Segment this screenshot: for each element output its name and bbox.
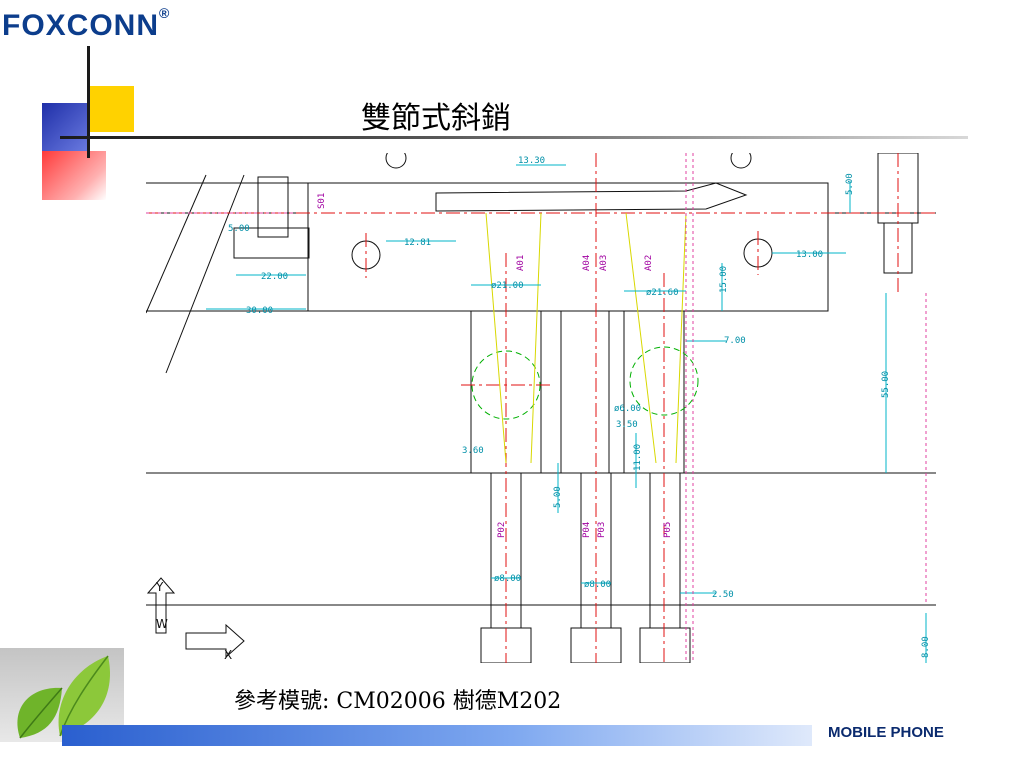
hole-top-1 <box>385 153 407 169</box>
slide-title: 雙節式斜銷 <box>361 101 511 136</box>
foxconn-logo: FOXCONN® <box>2 2 171 42</box>
dim-text-5: 30.00 <box>246 306 273 316</box>
lifter-edge-2 <box>165 174 245 374</box>
left-bolt <box>257 176 289 238</box>
insert-line-4 <box>675 212 687 464</box>
dim-text-14: 3.60 <box>462 446 484 456</box>
registered-mark: ® <box>159 5 171 21</box>
insert-line-3 <box>625 212 657 464</box>
decor-vertical-line <box>87 46 90 158</box>
dim-text-1: 13.30 <box>518 156 545 166</box>
axis-label-y: Y <box>155 580 164 594</box>
part-tag-p05: P05 <box>663 522 673 538</box>
dim-text-2: 12.81 <box>404 238 431 248</box>
part-tag-a02: A02 <box>644 255 654 271</box>
dim-text-18: ø8.00 <box>584 580 611 590</box>
left-block <box>233 227 310 259</box>
column-2 <box>560 310 610 474</box>
dim-text-16: 5.00 <box>553 486 563 508</box>
footer-gradient-bar <box>62 725 812 746</box>
axis-label-x: X <box>224 648 232 662</box>
dim-text-3: 5.00 <box>228 224 250 234</box>
pin-head-3 <box>639 627 691 663</box>
reference-mold-number: 參考模號: CM02006 樹德M202 <box>234 689 562 714</box>
dim-text-12: ø6.00 <box>614 404 641 414</box>
footer-label: MOBILE PHONE <box>828 724 944 741</box>
part-tag-a01: A01 <box>516 255 526 271</box>
top-plate <box>307 182 829 312</box>
x-axis-arrow <box>185 623 245 659</box>
part-tag-a04: A04 <box>582 255 592 271</box>
title-divider-line <box>60 136 968 139</box>
dim-text-9: ø21.60 <box>646 288 679 298</box>
part-tag-p02: P02 <box>497 522 507 538</box>
dim-text-10: 7.00 <box>724 336 746 346</box>
y-axis-arrow <box>146 577 176 634</box>
decor-blue-square <box>42 103 88 151</box>
dim-text-13: 3.50 <box>616 420 638 430</box>
axis-label-w: W <box>156 617 168 631</box>
mold-cad-drawing: 13.30 12.81 5.00 22.00 30.00 13.00 15.00… <box>146 153 936 663</box>
insert-line-2 <box>530 212 542 464</box>
part-tag-p04: P04 <box>582 522 592 538</box>
dim-text-11: 55.00 <box>881 371 891 398</box>
dim-text-15: 11.00 <box>633 444 643 471</box>
dim-text-6: 13.00 <box>796 250 823 260</box>
hole-top-2 <box>730 153 752 169</box>
part-tag-s01: S01 <box>317 193 327 209</box>
decor-red-square <box>42 151 106 200</box>
dim-text-19: 2.50 <box>712 590 734 600</box>
logo-text: FOXCONN <box>2 9 159 42</box>
part-tag-p03: P03 <box>597 522 607 538</box>
dim-text-20: 8.00 <box>921 636 931 658</box>
phantom-circle-2 <box>629 346 699 416</box>
insert-line-1 <box>485 212 507 464</box>
decor-yellow-square <box>88 86 134 132</box>
dim-text-17: ø8.00 <box>494 574 521 584</box>
dim-text-4: 22.00 <box>261 272 288 282</box>
dim-text-21: 5.00 <box>845 173 855 195</box>
dim-text-7: 15.00 <box>719 266 729 293</box>
core-part <box>435 182 748 212</box>
lifter-edge-1 <box>146 174 207 314</box>
part-tag-a03: A03 <box>599 255 609 271</box>
dim-text-8: ø21.00 <box>491 281 524 291</box>
